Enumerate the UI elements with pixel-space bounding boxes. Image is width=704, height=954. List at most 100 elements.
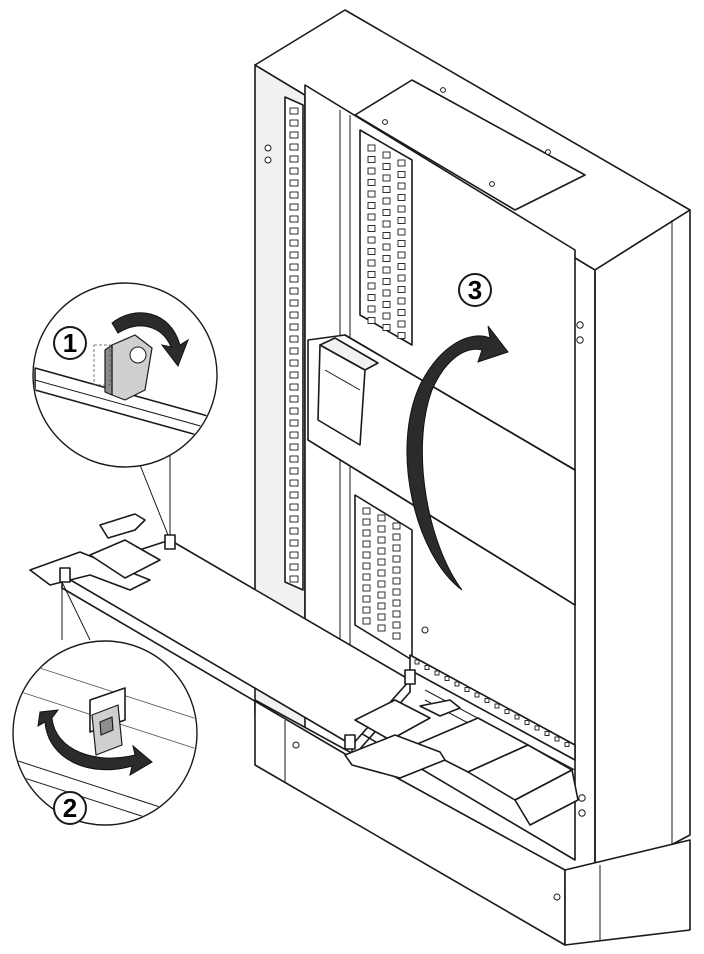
center-rail-lower-slots xyxy=(362,507,401,640)
left-rail-slots xyxy=(289,107,299,583)
rail-slot xyxy=(367,190,376,198)
rail-slot xyxy=(289,131,299,139)
rail-slot xyxy=(289,383,299,391)
zoom1-latch-side xyxy=(104,344,113,396)
top-screw xyxy=(440,87,446,93)
tray-clip xyxy=(59,567,71,583)
rail-slot xyxy=(392,544,401,552)
lower-diagonal-rail xyxy=(409,654,576,761)
rail-slot xyxy=(289,323,299,331)
rail-slot xyxy=(289,227,299,235)
rail-hole xyxy=(504,709,510,714)
rail-slot xyxy=(289,203,299,211)
rail-slot xyxy=(367,259,376,267)
rail-slot xyxy=(392,533,401,541)
rail-slot xyxy=(397,240,406,247)
rail-slot xyxy=(392,632,401,640)
zoom1-latch-hole xyxy=(129,346,147,364)
rail-slot xyxy=(392,610,401,618)
rail-hole xyxy=(544,731,550,736)
bracket-line xyxy=(324,369,361,391)
rail-slot xyxy=(289,167,299,175)
zoom1-ghost xyxy=(93,344,111,386)
rail-slot xyxy=(367,156,376,163)
right-hinge-hole xyxy=(578,809,586,817)
rail-slot xyxy=(289,455,299,463)
rail-slot xyxy=(289,179,299,187)
rail-hole xyxy=(494,703,500,709)
zoom2-rail-line xyxy=(14,774,196,824)
rail-slot xyxy=(397,274,406,282)
rail-slot xyxy=(289,335,299,343)
rail-slot xyxy=(362,507,371,515)
rail-slot xyxy=(289,299,299,307)
rail-slot xyxy=(289,515,299,523)
rail-hole xyxy=(484,698,490,703)
rail-slot xyxy=(289,443,299,451)
rail-slot xyxy=(289,563,299,571)
rail-slot xyxy=(289,275,299,283)
rail-slot xyxy=(382,312,391,320)
rail-slot xyxy=(367,213,376,221)
tray-foot-right xyxy=(344,734,446,779)
rail-slot xyxy=(392,621,401,629)
rail-slot xyxy=(367,282,376,290)
rail-slot xyxy=(362,606,371,614)
rail-slot xyxy=(397,228,406,236)
rail-slot xyxy=(367,179,376,186)
cabinet xyxy=(254,9,691,946)
rail-hole xyxy=(514,714,520,720)
rail-slot xyxy=(367,167,376,175)
side-hole xyxy=(264,156,272,164)
rail-slot xyxy=(289,263,299,271)
tray-pad xyxy=(89,539,161,579)
rail-slot xyxy=(289,491,299,499)
rail-slot xyxy=(367,202,376,209)
rail-hole xyxy=(444,676,450,681)
zoom-detail-2 xyxy=(12,581,198,826)
rail-slot xyxy=(289,539,299,547)
tray-front-edge xyxy=(61,587,353,759)
floor-tile xyxy=(514,769,579,826)
rail-slot xyxy=(289,251,299,259)
rail-slot xyxy=(382,163,391,170)
rail-slot xyxy=(382,209,391,216)
rail-slot xyxy=(362,573,371,581)
rail-slot xyxy=(397,309,406,316)
rail-slot xyxy=(377,558,386,566)
rail-slot xyxy=(289,575,299,583)
rail-slot xyxy=(377,569,386,577)
tray-clip xyxy=(344,734,356,750)
rotate-arrow-step-3 xyxy=(406,325,509,591)
rail-slot xyxy=(382,255,391,262)
rail-slot xyxy=(382,220,391,228)
rail-slot xyxy=(289,395,299,403)
shelf-bracket-face xyxy=(319,337,379,371)
rail-slot xyxy=(382,324,391,331)
rail-slot xyxy=(397,159,406,167)
rail-slot xyxy=(289,119,299,127)
rail-slot xyxy=(382,174,391,182)
rail-slot xyxy=(289,215,299,223)
step-1-label: 1 xyxy=(63,328,77,358)
rail-hole xyxy=(534,725,540,731)
rail-slot xyxy=(377,536,386,544)
rail-hole xyxy=(554,736,560,742)
rail-slot xyxy=(377,591,386,599)
rail-slot xyxy=(362,529,371,537)
rail-slot xyxy=(289,431,299,439)
rail-slot xyxy=(377,547,386,555)
rail-slot xyxy=(367,236,376,244)
rail-slot xyxy=(377,525,386,533)
rail-hole xyxy=(564,742,570,747)
rail-slot xyxy=(382,278,391,285)
floor-tray xyxy=(29,513,461,779)
cabinet-top-hatch xyxy=(354,79,586,211)
rail-slot xyxy=(362,617,371,625)
rail-slot xyxy=(397,263,406,270)
side-hole xyxy=(264,144,272,152)
rail-slot xyxy=(382,289,391,297)
rail-slot xyxy=(397,217,406,224)
rail-slot xyxy=(362,562,371,570)
